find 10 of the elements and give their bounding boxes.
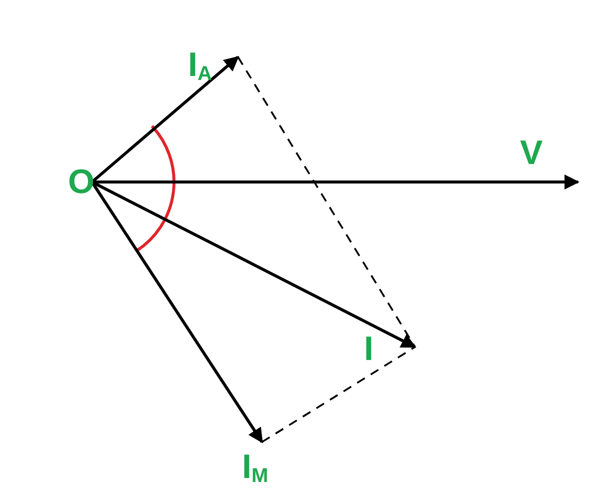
dashed-line [262,346,416,443]
dashed-line [237,56,416,348]
phasor-arrow [91,56,240,184]
phasor-label: I$_{M}$ [242,450,268,486]
phasor-label: O [68,165,94,199]
phasor-arrow [92,174,580,190]
phasor-label: I [364,332,374,366]
phasor-label: I$_{A}$ [188,48,212,84]
phasor-arrow [90,181,264,444]
phasor-label: V [520,136,543,170]
